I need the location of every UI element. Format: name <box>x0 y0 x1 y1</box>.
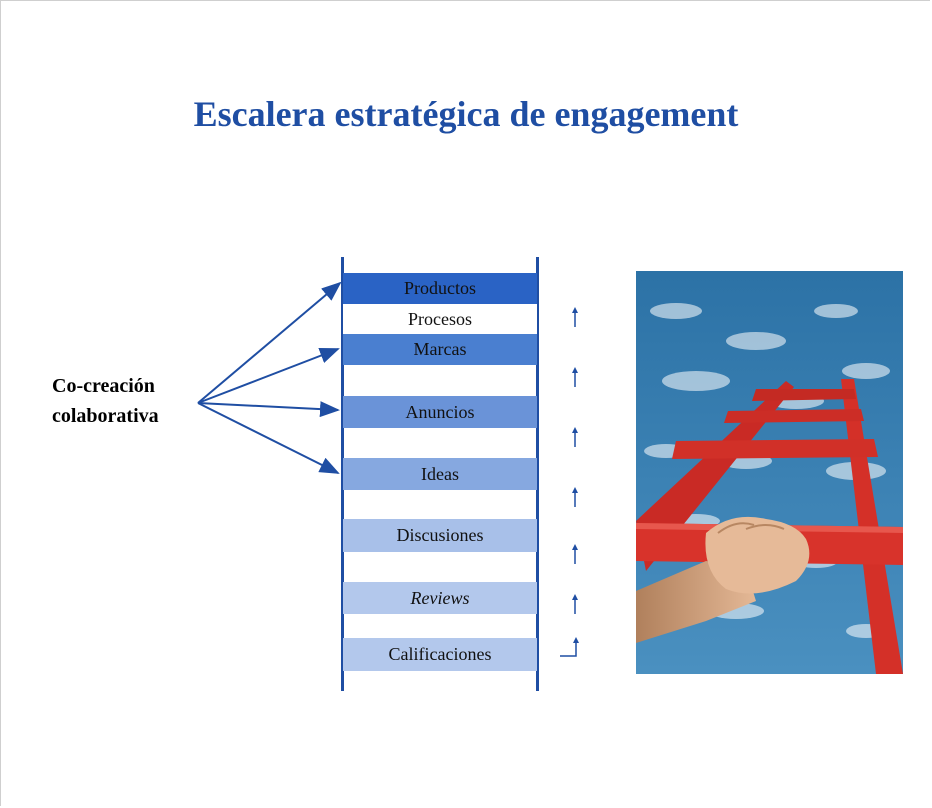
ladder-right-rail <box>536 257 539 691</box>
arrow-to-marcas <box>197 348 340 404</box>
rung-ideas: Ideas <box>343 458 537 490</box>
arrow-to-anuncios <box>197 401 340 418</box>
rung-calificaciones: Calificaciones <box>343 638 537 671</box>
up-arrow-icon <box>572 307 578 327</box>
ladder-left-rail <box>341 257 344 691</box>
rung-procesos: Procesos <box>343 304 537 334</box>
up-arrow-icon <box>572 544 578 564</box>
rung-label: Ideas <box>421 463 459 484</box>
up-arrow-icon <box>572 594 578 614</box>
ladder-photo-image <box>636 271 903 674</box>
rung-label: Marcas <box>413 339 467 359</box>
rung-label: Anuncios <box>405 401 475 422</box>
rung-discusiones: Discusiones <box>343 519 537 552</box>
ladder-photo <box>636 271 903 674</box>
rung-productos: Productos <box>343 273 537 304</box>
slide-title: Escalera estratégica de engagement <box>193 94 739 134</box>
co-creation-line1: Co-creación <box>52 375 155 397</box>
rung-label: Procesos <box>408 308 472 329</box>
co-creation-arrows <box>197 281 342 474</box>
rung-label: Calificaciones <box>388 644 492 664</box>
corner-up-arrow-icon <box>560 637 579 657</box>
rung-reviews: Reviews <box>343 582 537 614</box>
rung-anuncios: Anuncios <box>343 396 537 428</box>
rung-label: Reviews <box>410 587 470 608</box>
arrow-to-productos <box>197 281 342 404</box>
up-arrow-icon <box>572 427 578 447</box>
up-arrow-icon <box>572 487 578 507</box>
rung-label: Productos <box>404 278 476 298</box>
rung-marcas: Marcas <box>343 334 537 365</box>
co-creation-line2: colaborativa <box>52 405 159 427</box>
arrow-to-ideas <box>197 402 340 474</box>
up-arrow-icon <box>572 367 578 387</box>
rung-label: Discusiones <box>396 525 484 545</box>
co-creation-label: Co-creación colaborativa <box>52 371 159 431</box>
